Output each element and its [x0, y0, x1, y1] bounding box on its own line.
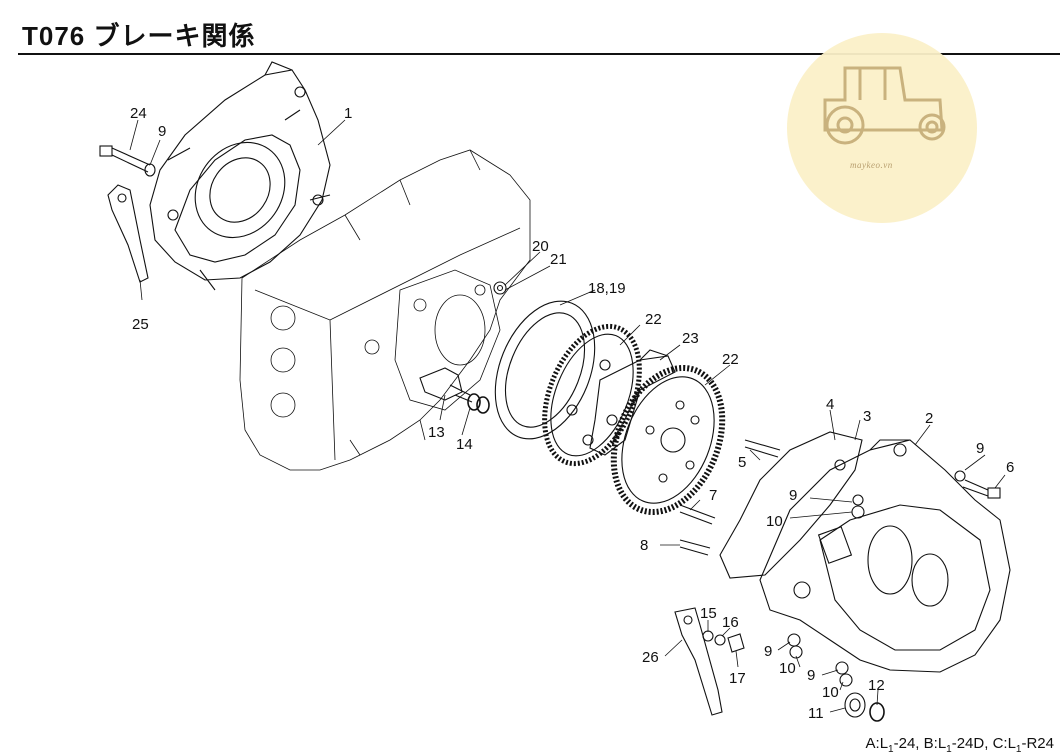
washer-part-12	[869, 702, 885, 722]
o-rings-part-14	[467, 393, 490, 414]
gasket-part-4	[719, 431, 863, 579]
model-applicability-note: A:L1-24, B:L1-24D, C:L1-R24	[865, 735, 1054, 755]
plate-part-18-19	[494, 300, 596, 440]
callout-22b: 22	[722, 351, 739, 368]
stud-part-7	[679, 504, 716, 525]
callout-21: 21	[550, 251, 567, 268]
transmission-case	[239, 149, 531, 471]
bolt-part-24	[99, 145, 156, 177]
friction-disc-part-22b	[610, 364, 726, 516]
callout-10c: 10	[822, 684, 839, 701]
callout-leaders	[129, 119, 1006, 713]
callout-9c: 9	[789, 487, 797, 504]
friction-disc-part-22a	[542, 323, 642, 467]
callout-4: 4	[826, 396, 834, 413]
callout-24: 24	[130, 105, 147, 122]
callout-16: 16	[722, 614, 739, 631]
shaft-part-13	[419, 367, 473, 403]
plug-part-11	[844, 692, 866, 718]
lever-part-26	[674, 607, 723, 716]
callout-13: 13	[428, 424, 445, 441]
callout-20: 20	[532, 238, 549, 255]
callout-7: 7	[709, 487, 717, 504]
callout-14: 14	[456, 436, 473, 453]
callout-23: 23	[682, 330, 699, 347]
callout-8: 8	[640, 537, 648, 554]
callout-6: 6	[1006, 459, 1014, 476]
callout-18-19: 18,19	[588, 280, 626, 297]
page-title: T076 ブレーキ関係	[22, 21, 256, 51]
nut-part-9-10-upper	[851, 494, 865, 519]
callout-9b: 9	[976, 440, 984, 457]
callout-3: 3	[863, 408, 871, 425]
nut-part-9-10-lower	[787, 633, 853, 687]
callout-10a: 10	[766, 513, 783, 530]
callout-26: 26	[642, 649, 659, 666]
stud-part-5	[744, 439, 781, 458]
brake-housing-part-1	[149, 61, 331, 291]
bolt-part-6	[954, 470, 1001, 499]
plate-part-23	[589, 349, 676, 456]
callout-9d: 9	[764, 643, 772, 660]
callout-15: 15	[700, 605, 717, 622]
tractor-icon	[823, 66, 946, 145]
washer-part-20-21	[493, 281, 507, 295]
callout-2: 2	[925, 410, 933, 427]
callout-9a: 9	[158, 123, 166, 140]
watermark-text: maykeo.vn	[850, 160, 893, 170]
callout-10b: 10	[779, 660, 796, 677]
callout-22a: 22	[645, 311, 662, 328]
callout-9e: 9	[807, 667, 815, 684]
callout-17: 17	[729, 670, 746, 687]
lever-part-25	[107, 184, 149, 283]
callout-11: 11	[808, 705, 824, 722]
callout-25: 25	[132, 316, 149, 333]
callout-12: 12	[868, 677, 885, 694]
title-underline	[18, 53, 1060, 55]
callout-5: 5	[738, 454, 746, 471]
brake-cover-part-2	[759, 439, 1011, 673]
callout-1: 1	[344, 105, 352, 122]
stud-part-8	[679, 539, 711, 556]
